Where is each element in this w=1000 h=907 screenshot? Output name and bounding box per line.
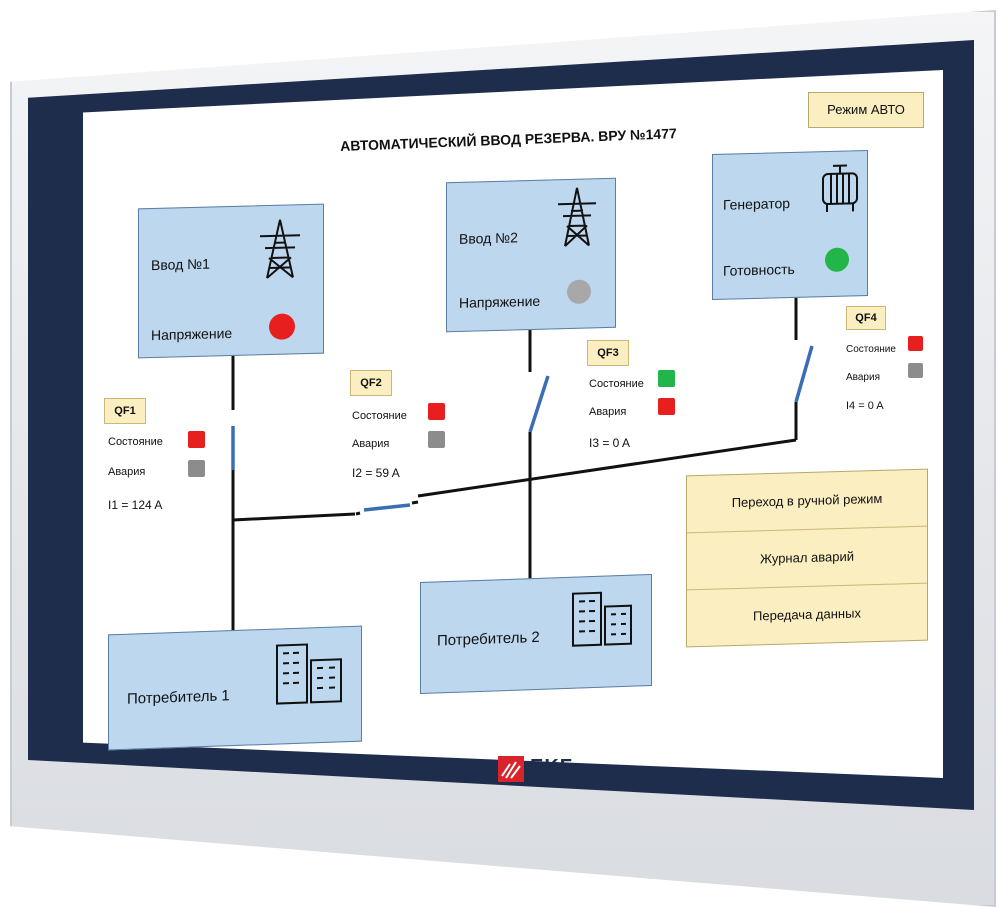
qf3-tag[interactable]: QF3: [587, 340, 629, 366]
input1-panel[interactable]: Ввод №1 Напряжение: [138, 203, 324, 359]
input2-label: Ввод №2: [459, 229, 518, 247]
qf1-current: I1 = 124 A: [108, 498, 163, 512]
qf3-current: I3 = 0 A: [589, 436, 631, 450]
consumer2-panel[interactable]: Потребитель 2: [420, 573, 652, 695]
qf4-tag[interactable]: QF4: [846, 306, 886, 330]
ekf-logo: EKF: [498, 756, 594, 784]
qf1-alarm-indicator: [188, 460, 205, 477]
menu-data-transfer-button[interactable]: Передача данных: [753, 605, 861, 624]
qf2-state-label: Состояние: [352, 410, 407, 422]
qf3-switch-symbol: [528, 375, 550, 433]
qf4-state-label: Состояние: [846, 344, 896, 355]
power-tower-icon: [558, 187, 596, 247]
qf1-state-indicator: [188, 431, 205, 448]
ekf-logo-mark-icon: [498, 756, 524, 782]
generator-ready-indicator: [825, 247, 849, 273]
qf2-alarm-indicator: [428, 431, 445, 448]
qf1-state-label: Состояние: [108, 436, 163, 448]
bus-left: [232, 512, 356, 522]
consumer1-panel[interactable]: Потребитель 1: [108, 625, 362, 751]
qf4-alarm-label: Авария: [846, 372, 880, 383]
qf4-alarm-indicator: [908, 363, 923, 378]
generator-label: Генератор: [723, 194, 791, 213]
generator-panel[interactable]: Генератор Готовность: [712, 149, 868, 301]
bus-right: [417, 438, 797, 498]
qf2-tag[interactable]: QF2: [350, 370, 392, 396]
input1-voltage-indicator: [269, 313, 295, 341]
generator-ready-label: Готовность: [723, 260, 795, 279]
qf2-alarm-label: Авария: [352, 438, 390, 450]
input1-voltage-label: Напряжение: [151, 324, 233, 344]
qf4-switch-symbol: [794, 345, 814, 403]
mode-indicator[interactable]: Режим АВТО: [808, 92, 924, 128]
building-icon: [572, 591, 632, 647]
qf2-switch-symbol: [363, 503, 411, 512]
input2-voltage-indicator: [567, 279, 591, 305]
qf3-alarm-label: Авария: [589, 406, 627, 418]
power-tower-icon: [260, 219, 300, 279]
qf1-alarm-label: Авария: [108, 466, 146, 478]
input2-voltage-label: Напряжение: [459, 292, 541, 311]
consumer1-label: Потребитель 1: [127, 687, 230, 708]
menu-manual-mode-button[interactable]: Переход в ручной режим: [687, 469, 927, 534]
ekf-logo-text: EKF: [530, 756, 573, 778]
qf2-state-indicator: [428, 403, 445, 420]
qf4-state-indicator: [908, 336, 923, 351]
input1-label: Ввод №1: [151, 255, 210, 274]
input2-panel[interactable]: Ввод №2 Напряжение: [446, 177, 616, 333]
qf3-alarm-indicator: [658, 398, 675, 415]
qf3-state-indicator: [658, 370, 675, 387]
building-icon: [276, 643, 342, 705]
qf2-current: I2 = 59 A: [352, 466, 400, 480]
consumer2-label: Потребитель 2: [437, 628, 540, 650]
control-menu: Переход в ручной режим Журнал аварий Пер…: [686, 468, 928, 648]
generator-icon: [822, 164, 858, 213]
qf4-current: I4 = 0 A: [846, 400, 884, 412]
qf1-tag[interactable]: QF1: [104, 398, 146, 424]
menu-alarm-log-button[interactable]: Журнал аварий: [687, 526, 927, 591]
qf3-state-label: Состояние: [589, 378, 644, 390]
